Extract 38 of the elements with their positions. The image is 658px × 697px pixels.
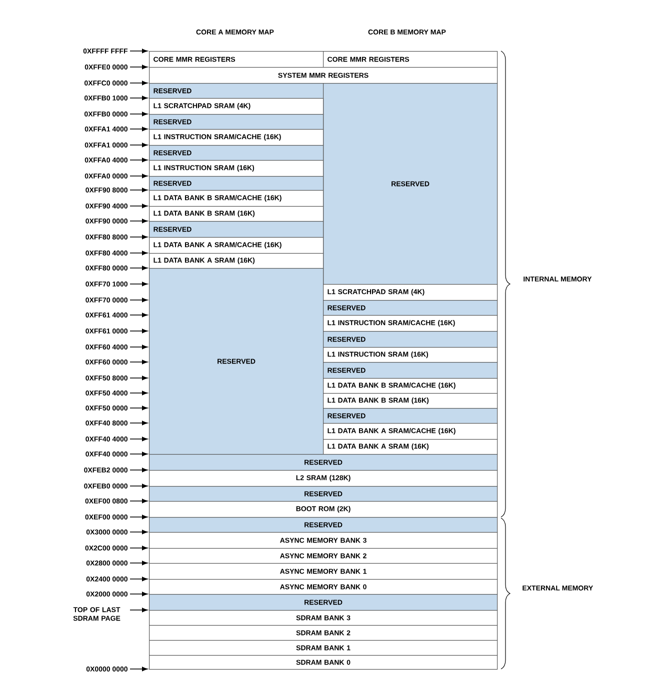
arrow bbox=[130, 498, 148, 504]
arrow bbox=[130, 80, 148, 86]
arrow bbox=[130, 218, 148, 224]
arrow bbox=[130, 64, 148, 70]
arrow bbox=[130, 376, 148, 380]
arrow bbox=[130, 514, 148, 520]
arrow bbox=[130, 158, 148, 162]
arrow bbox=[130, 96, 148, 100]
arrow bbox=[130, 546, 148, 550]
arrow bbox=[130, 282, 148, 286]
arrow bbox=[130, 390, 148, 396]
arrow bbox=[130, 48, 148, 54]
arrow bbox=[130, 266, 148, 270]
arrow bbox=[130, 420, 148, 426]
arrow bbox=[130, 484, 148, 488]
arrow bbox=[130, 142, 148, 148]
arrow bbox=[130, 344, 148, 350]
arrow bbox=[130, 560, 148, 566]
arrow bbox=[130, 188, 148, 192]
arrow bbox=[130, 436, 148, 442]
arrow bbox=[130, 530, 148, 534]
arrow bbox=[130, 204, 148, 208]
arrow bbox=[130, 406, 148, 410]
arrow bbox=[130, 174, 148, 178]
arrow bbox=[130, 576, 148, 582]
arrow bbox=[130, 250, 148, 256]
arrow bbox=[130, 666, 148, 672]
arrow bbox=[130, 298, 148, 302]
arrow bbox=[130, 468, 148, 472]
arrow bbox=[130, 126, 148, 132]
arrow bbox=[130, 360, 148, 364]
arrow bbox=[130, 452, 148, 456]
arrow bbox=[130, 592, 148, 596]
arrow bbox=[130, 328, 148, 334]
arrow bbox=[130, 234, 148, 240]
arrow bbox=[130, 608, 148, 612]
arrow bbox=[130, 112, 148, 116]
arrow bbox=[130, 312, 148, 318]
